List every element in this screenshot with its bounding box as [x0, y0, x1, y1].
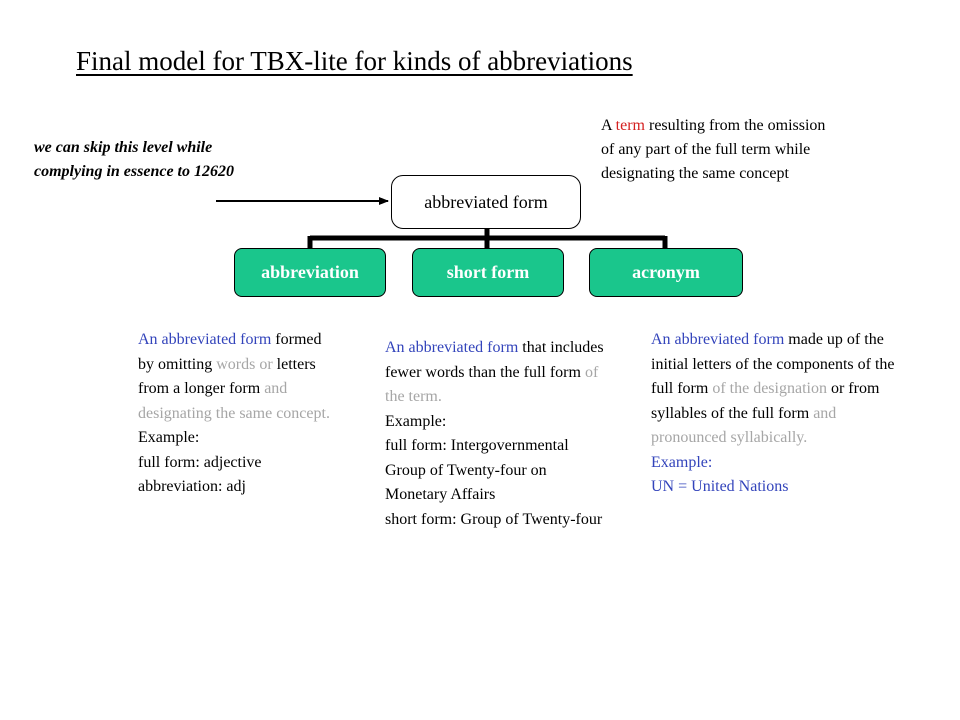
def-short-form-example-label: Example:: [385, 412, 447, 430]
root-def-before: A: [601, 117, 616, 134]
def-acronym-example-1: UN = United Nations: [651, 478, 789, 495]
def-abbreviation-text-2: letters from a longer form: [138, 355, 316, 398]
def-abbreviation-example-2: abbreviation: adj: [138, 478, 246, 495]
def-acronym-gray-1: of the designation: [712, 380, 827, 397]
node-acronym-label: acronym: [632, 262, 700, 282]
root-definition: A term resulting from the omission of an…: [601, 114, 841, 186]
def-acronym-text-2: or from syllables of the full form: [651, 380, 880, 422]
def-abbreviation-example-label: Example:: [138, 429, 200, 446]
root-def-after: resulting from the omission of any part …: [601, 117, 826, 182]
definition-short-form: An abbreviated form that includes fewer …: [385, 336, 607, 532]
root-def-term: term: [615, 117, 645, 134]
def-abbreviation-gray-2: and designating the same concept.: [138, 380, 330, 422]
def-abbreviation-example-1: full form: adjective: [138, 453, 262, 471]
def-short-form-text-1: that includes fewer words than the full …: [385, 339, 604, 381]
page-title: Final model for TBX-lite for kinds of ab…: [76, 46, 633, 76]
node-abbreviation-label: abbreviation: [261, 262, 359, 282]
node-acronym: acronym: [589, 248, 743, 297]
def-acronym-term: An abbreviated form: [651, 331, 785, 348]
definition-abbreviation: An abbreviated form formed by omitting w…: [138, 328, 338, 500]
def-acronym-text-1: made up of the initial letters of the co…: [651, 331, 895, 397]
def-abbreviation-text-1: formed by omitting: [138, 331, 322, 373]
node-short-form: short form: [412, 248, 564, 297]
def-acronym-example-label: Example:: [651, 453, 713, 471]
node-short-form-label: short form: [446, 262, 530, 282]
def-short-form-example-2: short form: Group of Twenty-four: [385, 510, 603, 528]
def-acronym-gray-2: and pronounced syllabically.: [651, 404, 837, 447]
def-abbreviation-gray-1: words or: [216, 355, 273, 373]
def-short-form-gray-1: of the term.: [385, 363, 599, 406]
def-abbreviation-term: An abbreviated form: [138, 331, 272, 348]
skip-level-note: we can skip this level while complying i…: [34, 139, 234, 180]
root-node-label: abbreviated form: [424, 191, 548, 212]
root-node-abbreviated-form: abbreviated form: [391, 175, 581, 229]
def-short-form-example-1: full form: Intergovernmental Group of Tw…: [385, 437, 569, 503]
definition-acronym: An abbreviated form made up of the initi…: [651, 328, 913, 500]
node-abbreviation: abbreviation: [234, 248, 386, 297]
def-short-form-term: An abbreviated form: [385, 339, 519, 356]
